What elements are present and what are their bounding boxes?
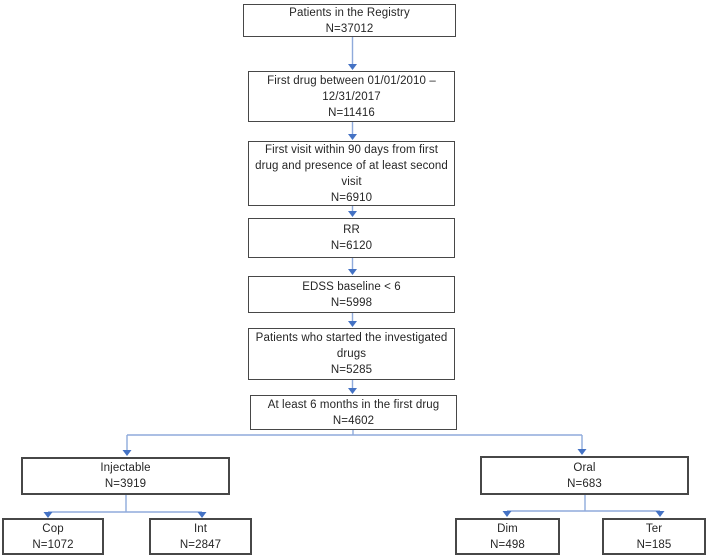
arrow-firstdrug-to-firstvisit [348, 122, 357, 140]
node-edss-baseline: EDSS baseline < 6 N=5998 [248, 276, 455, 313]
node-started-drugs-text: Patients who started the investigated dr… [255, 332, 448, 376]
node-ter-text: Ter N=185 [636, 522, 672, 551]
node-cop: Cop N=1072 [2, 518, 104, 555]
node-cop-text: Cop N=1072 [32, 522, 74, 551]
node-int-text: Int N=2847 [179, 522, 222, 551]
node-dim: Dim N=498 [455, 518, 560, 555]
arrow-firstvisit-to-rr [348, 206, 357, 217]
node-first-visit: First visit within 90 days from first dr… [248, 141, 455, 206]
arrow-started-to-sixmonths [348, 380, 357, 394]
arrow-registry-to-firstdrug [348, 37, 357, 70]
node-six-months-text: At least 6 months in the first drug N=46… [267, 398, 440, 427]
node-oral-text: Oral N=683 [567, 461, 602, 490]
node-rr: RR N=6120 [248, 218, 455, 258]
node-edss-baseline-text: EDSS baseline < 6 N=5998 [302, 280, 401, 309]
node-first-drug-text: First drug between 01/01/2010 – 12/31/20… [267, 74, 436, 119]
node-first-drug: First drug between 01/01/2010 – 12/31/20… [248, 71, 455, 122]
arrow-rr-to-edss [348, 258, 357, 275]
node-int: Int N=2847 [149, 518, 252, 555]
node-registry-text: Patients in the Registry N=37012 [289, 6, 410, 35]
node-ter: Ter N=185 [602, 518, 706, 555]
node-registry: Patients in the Registry N=37012 [243, 4, 456, 37]
branch-main [122, 430, 587, 456]
node-started-drugs: Patients who started the investigated dr… [248, 328, 455, 380]
node-dim-text: Dim N=498 [490, 522, 525, 551]
arrow-edss-to-started [348, 313, 357, 327]
node-six-months: At least 6 months in the first drug N=46… [250, 395, 457, 430]
node-injectable-text: Injectable N=3919 [100, 462, 151, 490]
branch-injectable [43, 495, 207, 518]
node-first-visit-text: First visit within 90 days from first dr… [255, 143, 448, 204]
branch-oral [502, 495, 665, 517]
node-rr-text: RR N=6120 [330, 224, 373, 252]
node-injectable: Injectable N=3919 [21, 457, 230, 495]
node-oral: Oral N=683 [480, 456, 689, 495]
